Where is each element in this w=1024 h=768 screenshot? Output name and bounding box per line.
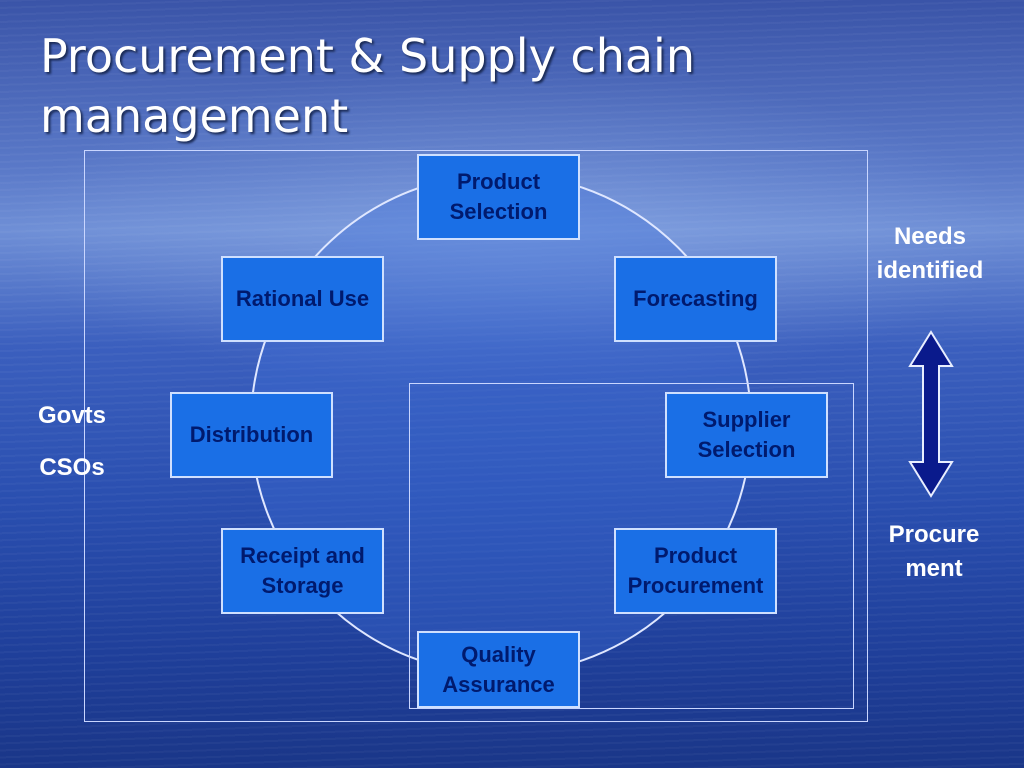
procure-text: Procure bbox=[888, 521, 980, 548]
govts-csos-label: Govts CSOs bbox=[20, 390, 124, 494]
title-line-1: Procurement & Supply chain bbox=[40, 29, 695, 83]
double-arrow-shape bbox=[908, 330, 954, 498]
procurement-label: Procure ment bbox=[866, 518, 1002, 586]
double-arrow-icon bbox=[908, 330, 954, 498]
node-text: Storage bbox=[261, 573, 344, 598]
node-text: Distribution bbox=[189, 422, 314, 447]
ment-text: ment bbox=[905, 555, 963, 582]
outer-frame bbox=[84, 150, 868, 722]
title-line-2: management bbox=[40, 89, 349, 143]
node-text: Forecasting bbox=[633, 286, 758, 311]
node-text: Receipt and bbox=[240, 543, 365, 568]
procurement-frame bbox=[409, 383, 854, 709]
node-text: Product bbox=[456, 169, 541, 194]
node-text: Assurance bbox=[442, 671, 555, 697]
node-text: Supplier bbox=[702, 407, 791, 432]
node-text: Selection bbox=[449, 199, 548, 224]
needs-identified-label: Needs identified bbox=[860, 220, 1000, 288]
node-text: Quality bbox=[461, 641, 536, 667]
slide-title: Procurement & Supply chain management bbox=[40, 26, 940, 146]
node-text: Procurement bbox=[627, 573, 764, 598]
node-text: Rational Use bbox=[235, 286, 370, 311]
node-text: Product bbox=[653, 543, 738, 568]
node-distribution: Distribution bbox=[170, 392, 333, 478]
node-text: Selection bbox=[697, 437, 796, 462]
node-rational-use: Rational Use bbox=[221, 256, 384, 342]
node-forecasting: Forecasting bbox=[614, 256, 777, 342]
csos-text: CSOs bbox=[39, 454, 105, 481]
govts-text: Govts bbox=[37, 402, 106, 429]
identified-text: identified bbox=[876, 257, 984, 284]
needs-text: Needs bbox=[893, 223, 967, 250]
